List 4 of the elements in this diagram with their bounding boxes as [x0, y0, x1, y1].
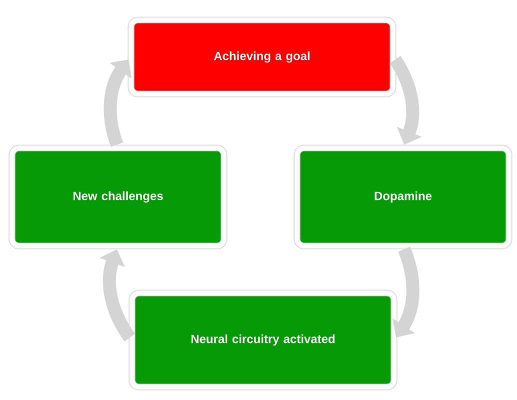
process-box: Dopamine: [294, 144, 512, 250]
process-box: Neural circuitry activated: [128, 290, 398, 390]
process-box: New challenges: [8, 144, 228, 250]
process-box: Achieving a goal: [128, 16, 396, 98]
